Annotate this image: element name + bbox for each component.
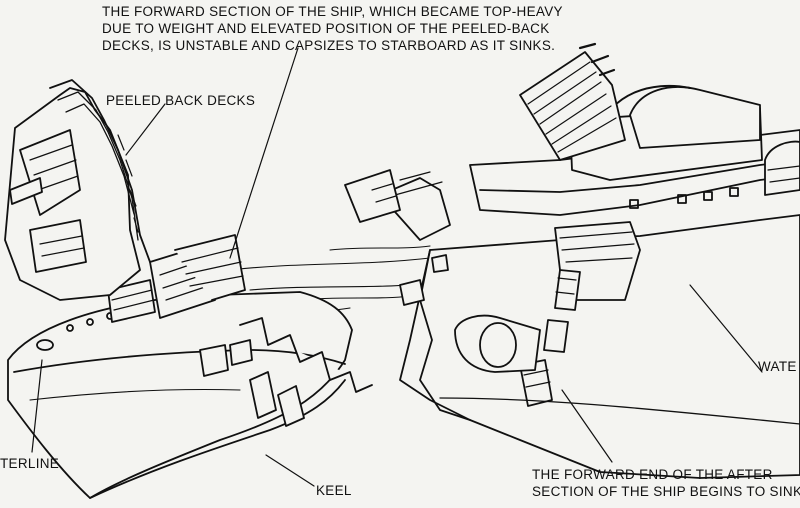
bow-fracture-edge (239, 317, 373, 393)
top-note-line-1: THE FORWARD SECTION OF THE SHIP, WHICH B… (102, 4, 563, 19)
leader-peeled-decks (125, 103, 166, 156)
bottom-note: THE FORWARD END OF THE AFTER SECTION OF … (532, 466, 800, 500)
after-section (344, 42, 800, 479)
leader-top-note (229, 47, 299, 259)
top-note-line-2: DUE TO WEIGHT AND ELEVATED POSITION OF T… (102, 21, 550, 36)
leader-bottom-note (561, 389, 613, 463)
after-hatched-plate (519, 51, 626, 161)
top-note: THE FORWARD SECTION OF THE SHIP, WHICH B… (102, 3, 563, 54)
keel-label: KEEL (316, 483, 352, 498)
after-cylinder (629, 86, 761, 149)
forward-section (4, 79, 373, 499)
leader-lines (31, 47, 763, 487)
leader-keel (265, 454, 315, 487)
after-hull (399, 214, 800, 479)
waterline-right-label: WATE (758, 359, 797, 374)
bottom-note-line-2: SECTION OF THE SHIP BEGINS TO SINK. (532, 484, 800, 499)
waterline-left-label: TERLINE (0, 456, 60, 471)
leader-waterline-left (31, 359, 43, 453)
bow-keel (89, 379, 346, 499)
leader-waterline-right (689, 284, 763, 373)
hawse-hole (36, 339, 54, 351)
bow-hull (7, 291, 353, 499)
bottom-note-line-1: THE FORWARD END OF THE AFTER (532, 467, 773, 482)
peeled-back-decks-label: PEELED BACK DECKS (106, 93, 256, 108)
top-note-line-3: DECKS, IS UNSTABLE AND CAPSIZES TO STARB… (102, 38, 556, 53)
